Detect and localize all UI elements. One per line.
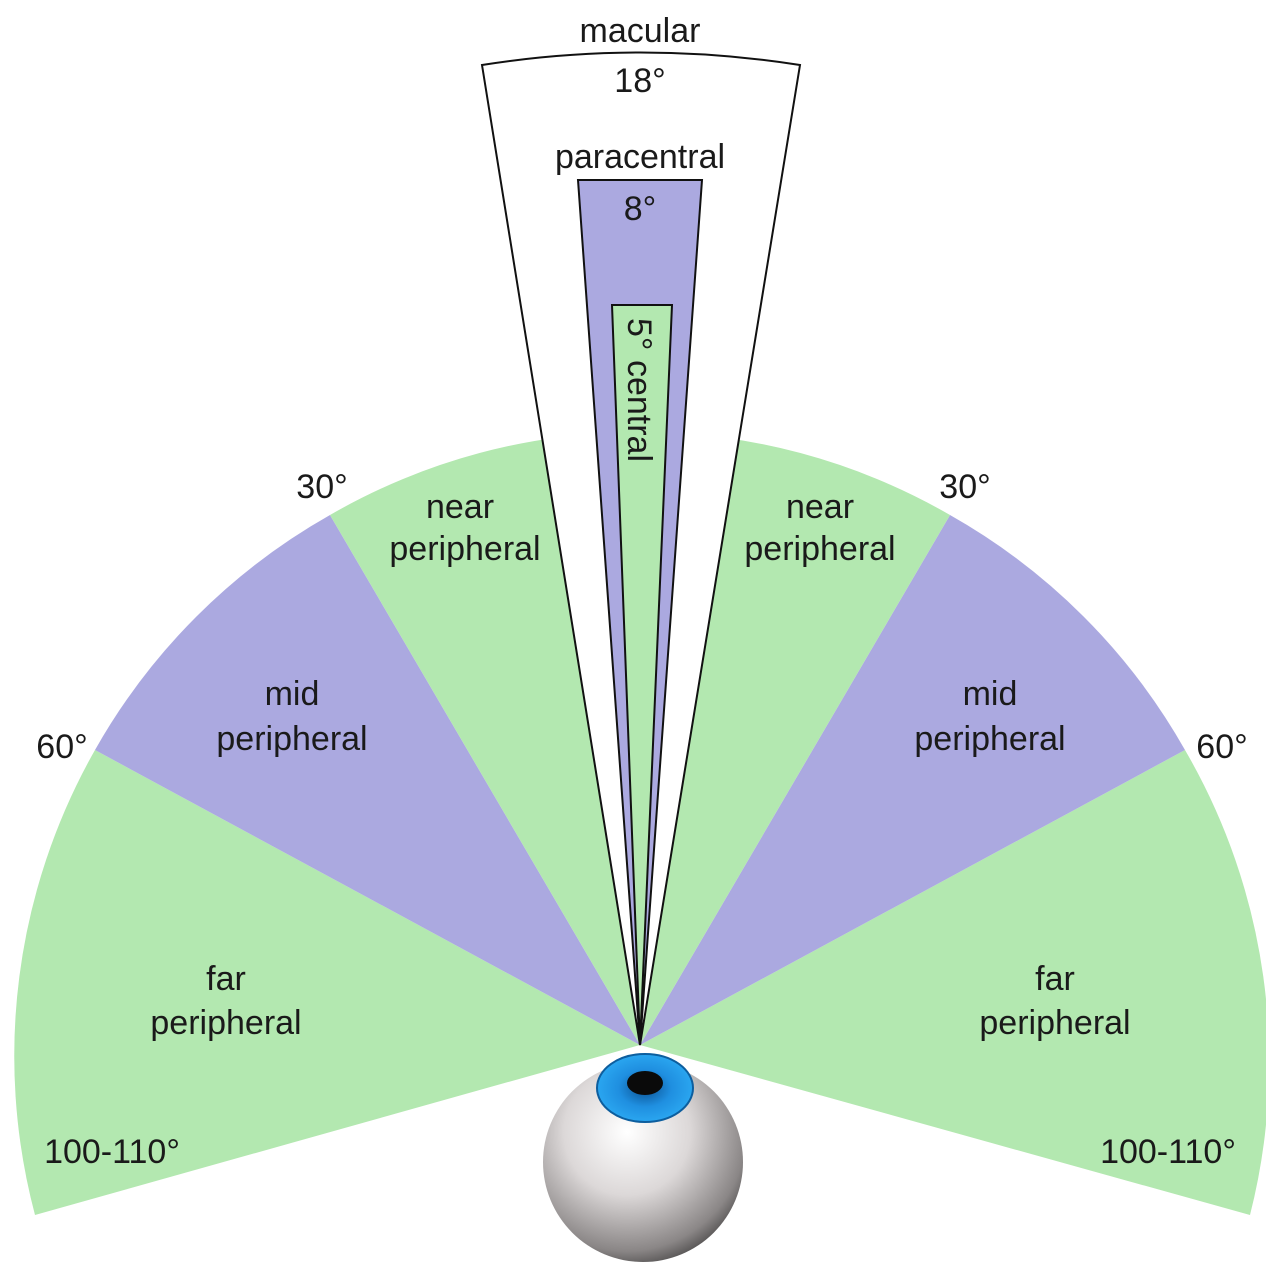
angle-far-left-label: 100-110° [44, 1133, 180, 1171]
paracentral-label: paracentral [555, 138, 725, 176]
paracentral-degree-label: 8° [624, 190, 657, 228]
mid-peripheral-left-sector [95, 515, 640, 1045]
far-peripheral-left-sector [14, 750, 640, 1215]
macular-label: macular [580, 12, 701, 50]
central-wedge [610, 304, 674, 1046]
mid-peripheral-right-label-line2: peripheral [914, 720, 1065, 758]
near-peripheral-right-label-line1: near [786, 488, 854, 526]
far-peripheral-left-label-line2: peripheral [150, 1004, 301, 1042]
mid-peripheral-right-sector [640, 515, 1185, 1045]
near-peripheral-left-label-line1: near [426, 488, 494, 526]
angle-60-right-label: 60° [1196, 728, 1247, 766]
far-peripheral-right-sector [640, 750, 1266, 1215]
far-peripheral-left-label-line1: far [206, 960, 246, 998]
far-peripheral-right-label-line2: peripheral [979, 1004, 1130, 1042]
central-label: 5° central [620, 318, 658, 462]
mid-peripheral-left-label-line2: peripheral [216, 720, 367, 758]
far-peripheral-right-label-line1: far [1035, 960, 1075, 998]
pupil-icon [627, 1071, 663, 1095]
near-peripheral-right-label-line2: peripheral [744, 530, 895, 568]
angle-30-right-label: 30° [939, 468, 990, 506]
angle-60-left-label: 60° [36, 728, 87, 766]
near-peripheral-left-label-line2: peripheral [389, 530, 540, 568]
angle-30-left-label: 30° [296, 468, 347, 506]
mid-peripheral-left-label-line1: mid [265, 675, 320, 713]
macular-degree-label: 18° [614, 62, 665, 100]
mid-peripheral-right-label-line1: mid [963, 675, 1018, 713]
eyeball-icon [543, 1053, 743, 1262]
angle-far-right-label: 100-110° [1100, 1133, 1236, 1171]
